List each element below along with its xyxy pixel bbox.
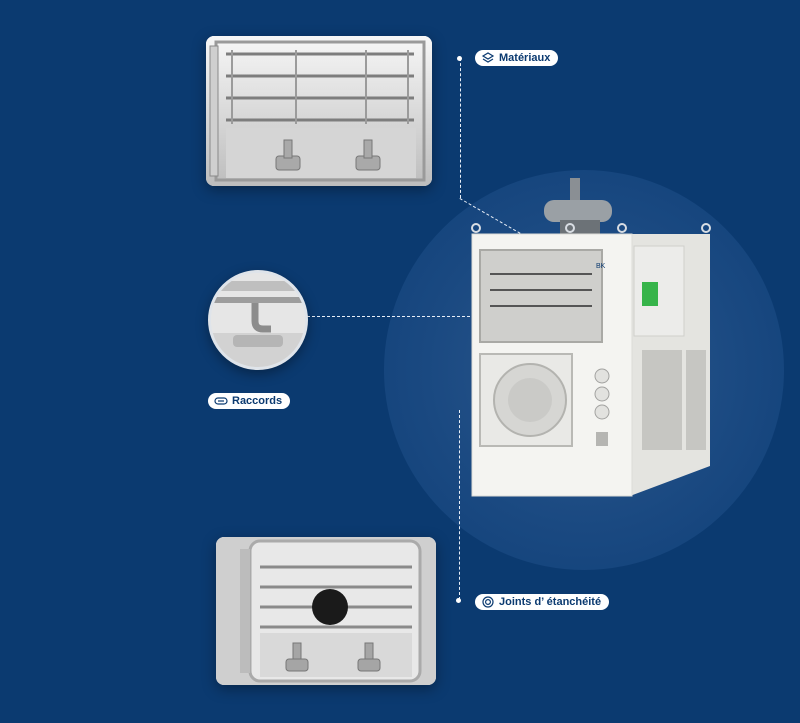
seals-label-text: Joints d’ étanchéité — [499, 596, 602, 608]
layers-icon — [481, 52, 495, 63]
leader-line-fittings — [302, 316, 540, 317]
leader-dot-seals — [456, 598, 461, 603]
brand-mark: BK — [596, 263, 606, 270]
fittings-label-text: Raccords — [232, 395, 283, 407]
materials-label-text: Matériaux — [499, 52, 551, 64]
ring-icon — [482, 596, 494, 608]
chamber-illustration — [216, 537, 436, 685]
vacuum-valve — [570, 178, 580, 202]
materials-label: Matériaux — [475, 50, 559, 66]
status-indicator — [642, 282, 658, 306]
seals-label: Joints d’ étanchéité — [475, 594, 610, 610]
link-icon — [214, 397, 228, 405]
fittings-label: Raccords — [208, 393, 291, 409]
freeze-dryer-machine: BK — [471, 178, 711, 497]
shelves-illustration — [206, 36, 432, 186]
leader-dot-materials — [457, 56, 462, 61]
fitting-illustration — [211, 273, 305, 367]
leader-line-seals — [459, 410, 460, 600]
materials-photo — [206, 36, 432, 186]
fittings-photo — [208, 270, 308, 370]
condenser-tank — [544, 200, 612, 222]
leader-line-materials — [460, 58, 461, 198]
seals-photo — [216, 537, 436, 685]
